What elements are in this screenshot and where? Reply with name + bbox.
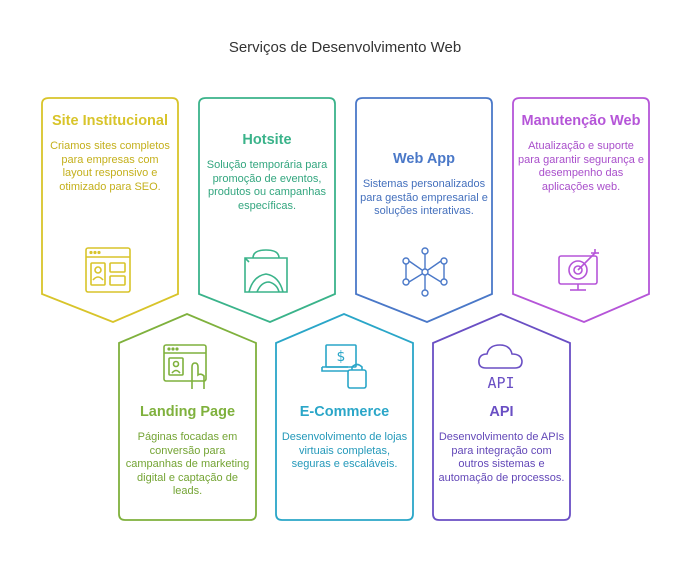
card-web-app: Web App Sistemas personalizados para ges… <box>360 150 488 219</box>
landscape-frame-icon <box>244 249 288 293</box>
network-nodes-icon <box>402 247 448 297</box>
card-description: Desenvolvimento de APIs para integração … <box>438 431 565 484</box>
card-site-institucional: Site Institucional Criamos sites complet… <box>46 112 174 194</box>
card-description: Desenvolvimento de lojas virtuais comple… <box>281 431 408 470</box>
api-label: API <box>487 374 514 392</box>
card-hotsite: Hotsite Solução temporária para promoção… <box>203 131 331 213</box>
card-description: Criamos sites completos para empresas co… <box>50 140 170 193</box>
card-manutencao-web-shape <box>512 97 650 323</box>
card-api: API Desenvolvimento de APIs para integra… <box>437 403 566 485</box>
card-title: Site Institucional <box>51 113 168 129</box>
card-description: Páginas focadas em conversão para campan… <box>125 431 250 497</box>
svg-text:$: $ <box>337 349 346 365</box>
card-title: Landing Page <box>139 404 236 420</box>
card-title: Manutenção Web <box>521 113 641 129</box>
monitor-target-icon <box>558 249 599 291</box>
card-description: Solução temporária para promoção de even… <box>206 159 328 212</box>
card-manutencao-web: Manutenção Web Atualização e suporte par… <box>517 112 645 194</box>
card-e-commerce-shape <box>275 313 414 521</box>
card-landing-page-shape <box>118 313 257 521</box>
laptop-shopping-icon: $ <box>321 344 367 389</box>
card-title: API <box>489 404 514 420</box>
card-title: E-Commerce <box>299 404 390 420</box>
card-e-commerce: E-Commerce Desenvolvimento de lojas virt… <box>280 403 409 472</box>
card-api-shape <box>432 313 571 521</box>
card-title: Hotsite <box>242 132 292 148</box>
card-description: Atualização e suporte para garantir segu… <box>518 140 644 193</box>
website-layout-icon <box>85 247 131 293</box>
card-landing-page: Landing Page Páginas focadas em conversã… <box>123 403 252 499</box>
page-title: Serviços de Desenvolvimento Web <box>228 39 462 56</box>
card-description: Sistemas personalizados para gestão empr… <box>360 178 488 217</box>
browser-click-icon <box>163 344 207 389</box>
card-title: Web App <box>392 151 456 167</box>
card-hotsite-shape <box>198 97 336 323</box>
card-web-app-shape <box>355 97 493 323</box>
cloud-api-icon: API <box>478 344 523 392</box>
card-site-institucional-shape <box>41 97 179 323</box>
